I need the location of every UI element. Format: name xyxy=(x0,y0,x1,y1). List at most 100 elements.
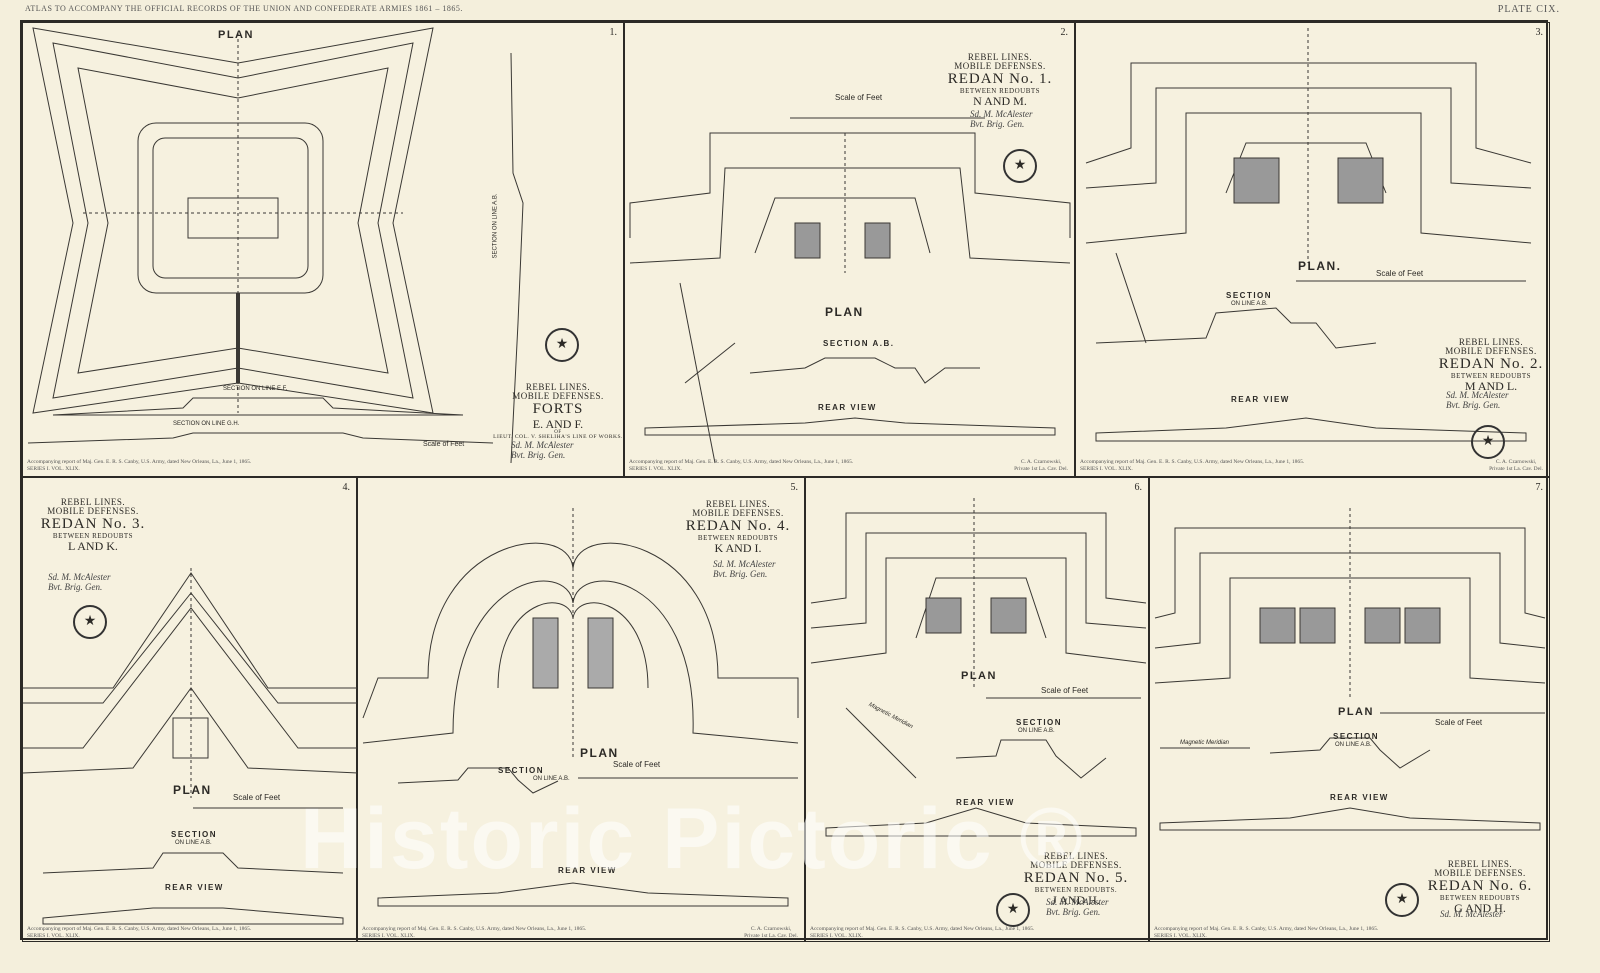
series-text: SERIES I. VOL. XLIX. xyxy=(629,465,682,472)
panel-number: 5. xyxy=(790,482,799,493)
report-note: Accompanying report of Maj. Gen. E. R. S… xyxy=(1080,459,1304,472)
panel-number: 6. xyxy=(1134,482,1143,493)
plan-label: PLAN xyxy=(825,305,864,319)
watermark: Historic Pictoric ® xyxy=(300,791,1085,887)
rear-view-label: REAR VIEW xyxy=(956,798,1015,807)
panel-redan-3: 4. REBEL LINES. MOBILE DEFENSES. REDAN N… xyxy=(22,477,358,942)
title-line: MOBILE DEFENSES. xyxy=(47,506,139,517)
panel-redan-6: 7. PLAN Scale of Feet Magnetic Meridian … xyxy=(1149,477,1550,942)
sig-line: Sd. M. McAlester xyxy=(48,572,111,582)
title-names: K AND I. xyxy=(714,540,762,555)
signature: Sd. M. McAlester xyxy=(1440,909,1503,920)
sig-line: Bvt. Brig. Gen. xyxy=(511,449,566,460)
title-names: J AND H. xyxy=(1052,892,1100,907)
sig-line: Sd. M. McAlester xyxy=(1440,909,1503,919)
rear-view-label: REAR VIEW xyxy=(1330,793,1389,802)
title-sub: E. AND F. xyxy=(532,416,584,431)
title-line: MOBILE DEFENSES. xyxy=(954,61,1046,72)
title-main: FORTS xyxy=(532,400,584,417)
title-line: MOBILE DEFENSES. xyxy=(512,391,604,402)
title-line: REBEL LINES. xyxy=(1043,851,1109,861)
atlas-header: ATLAS TO ACCOMPANY THE OFFICIAL RECORDS … xyxy=(25,4,463,13)
title-line: REBEL LINES. xyxy=(967,52,1033,62)
plan-label: PLAN xyxy=(580,746,619,760)
title-names: M AND L. xyxy=(1464,378,1518,393)
title-main: REDAN No. 2. xyxy=(1438,355,1544,372)
title-line: REBEL LINES. xyxy=(1447,859,1513,869)
title-names: LIEUT. COL. V. SHELIHA'S LINE OF WORKS. xyxy=(493,434,623,441)
title-main: REDAN No. 6. xyxy=(1427,877,1533,894)
sig-line: Bvt. Brig. Gen. xyxy=(713,568,768,579)
title-block: REBEL LINES. MOBILE DEFENSES. REDAN No. … xyxy=(1431,337,1551,393)
report-note: Accompanying report of Maj. Gen. E. R. S… xyxy=(1154,926,1378,939)
panel-redan-4: 5. REBEL LINES. MOBILE DEFENSES. REDAN N… xyxy=(357,477,805,942)
title-between: BETWEEN REDOUBTS. xyxy=(1034,885,1118,894)
draftsman: C. A. Czarnowski,Private 1st La. Cav. De… xyxy=(1014,459,1068,472)
title-block: REBEL LINES. MOBILE DEFENSES. FORTS E. A… xyxy=(493,382,623,441)
title-block: REBEL LINES. MOBILE DEFENSES. REDAN No. … xyxy=(1410,859,1550,915)
redan-plan-drawing xyxy=(1085,28,1532,442)
report-note: Accompanying report of Maj. Gen. E. R. S… xyxy=(810,926,1034,939)
title-line: MOBILE DEFENSES. xyxy=(1445,346,1537,357)
report-text: Accompanying report of Maj. Gen. E. R. S… xyxy=(810,926,1035,932)
section-gh-label: SECTION ON LINE G.H. xyxy=(173,421,240,427)
title-names: G AND H. xyxy=(1454,900,1506,915)
sig-line: Bvt. Brig. Gen. xyxy=(1446,399,1501,410)
draftsman-name: C. A. Czarnowski, xyxy=(750,926,792,932)
section-label: SECTION xyxy=(498,766,545,775)
title-line: MOBILE DEFENSES. xyxy=(1434,868,1526,879)
title-line: REBEL LINES. xyxy=(60,497,126,507)
title-between: OF xyxy=(554,430,562,436)
title-block: REBEL LINES. MOBILE DEFENSES. REDAN No. … xyxy=(33,497,153,553)
draftsman: C. A. Czarnowski,Private 1st La. Cav. De… xyxy=(744,926,798,939)
seal-stamp: ★ xyxy=(545,328,579,362)
draftsman-name: C. A. Czarnowski, xyxy=(1020,459,1062,465)
report-text: Accompanying report of Maj. Gen. E. R. S… xyxy=(362,926,587,932)
on-line-label: ON LINE A.B. xyxy=(175,840,212,846)
section-label: SECTION xyxy=(1333,732,1380,741)
report-note: Accompanying report of Maj. Gen. E. R. S… xyxy=(27,926,251,939)
title-main: REDAN No. 5. xyxy=(1023,869,1129,886)
panel-number: 1. xyxy=(609,27,618,38)
report-text: Accompanying report of Maj. Gen. E. R. S… xyxy=(27,459,252,465)
title-main: REDAN No. 4. xyxy=(685,517,791,534)
scale-label: Scale of Feet xyxy=(613,760,661,769)
fort-plan-drawing xyxy=(27,27,524,464)
title-between: BETWEEN REDOUBTS xyxy=(959,86,1041,95)
section-label: SECTION xyxy=(1226,291,1273,300)
magnetic-meridian-label: Magnetic Meridian xyxy=(1180,740,1230,746)
sig-line: Sd. M. McAlester xyxy=(1446,390,1509,400)
title-block: REBEL LINES. MOBILE DEFENSES. REDAN No. … xyxy=(1006,851,1146,907)
draftsman: C. A. Czarnowski,Private 1st La. Cav. De… xyxy=(1489,459,1543,472)
plate-frame: PLAN SECTION ON LINE E.F. SECTION ON LIN… xyxy=(20,20,1551,942)
panel-number: 3. xyxy=(1535,27,1544,38)
panel-redan-5: 6. PLAN Scale of Feet Magnetic Meridian … xyxy=(805,477,1149,942)
title-line: REBEL LINES. xyxy=(525,382,591,392)
seal-stamp: ★ xyxy=(1003,149,1037,183)
on-line-label: ON LINE A.B. xyxy=(1335,742,1372,748)
redan-plan-drawing xyxy=(810,498,1147,837)
scale-label: Scale of Feet xyxy=(1376,269,1424,278)
title-names: N AND M. xyxy=(973,93,1027,108)
sig-line: Sd. M. McAlester xyxy=(713,559,776,569)
draftsman-rank: Private 1st La. Cav. Del. xyxy=(744,932,798,939)
on-line-label: ON LINE A.B. xyxy=(533,776,570,782)
report-note: Accompanying report of Maj. Gen. E. R. S… xyxy=(362,926,586,939)
title-between: BETWEEN REDOUBTS xyxy=(1439,893,1521,902)
panel-number: 7. xyxy=(1535,482,1544,493)
panel-redan-1: 2. REBEL LINES. MOBILE DEFENSES. REDAN N… xyxy=(624,22,1075,477)
title-between: BETWEEN REDOUBTS xyxy=(1450,371,1532,380)
scale-label: Scale of Feet xyxy=(423,441,465,448)
rear-view-label: REAR VIEW xyxy=(558,866,617,875)
plan-label: PLAN xyxy=(218,29,254,41)
sig-line: Sd. M. McAlester xyxy=(511,440,574,450)
sig-line: Sd. M. McAlester xyxy=(970,109,1033,119)
title-line: MOBILE DEFENSES. xyxy=(1030,860,1122,871)
report-text: Accompanying report of Maj. Gen. E. R. S… xyxy=(629,459,854,465)
redan-plan-drawing xyxy=(629,117,1071,464)
seal-stamp: ★ xyxy=(1385,883,1419,917)
section-label: SECTION xyxy=(1016,718,1063,727)
